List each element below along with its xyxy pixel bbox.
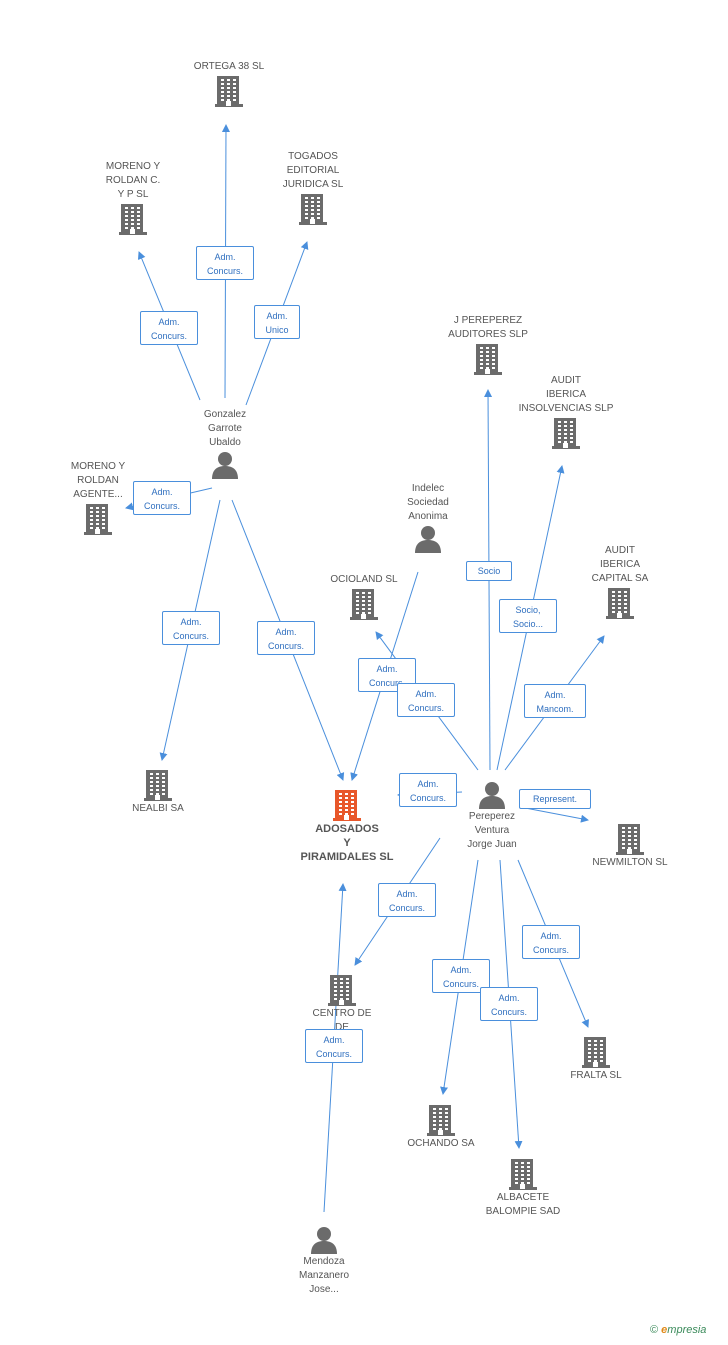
building-icon <box>606 588 634 619</box>
node-label: FRALTA SL <box>570 1070 622 1081</box>
node-indelec[interactable]: Indelec Sociedad Anonima <box>383 482 473 554</box>
building-icon <box>299 194 327 225</box>
node-label: OCHANDO SA <box>407 1138 475 1149</box>
relation-label[interactable]: Adm. Concurs. <box>378 883 436 917</box>
node-ochando[interactable]: OCHANDO SA <box>396 1103 486 1151</box>
relation-label[interactable]: Adm. Concurs. <box>397 683 455 717</box>
relation-label[interactable]: Adm. Concurs. <box>399 773 457 807</box>
relation-label[interactable]: Adm. Unico <box>254 305 300 339</box>
node-nealbi[interactable]: NEALBI SA <box>113 768 203 816</box>
relation-label[interactable]: Adm. Mancom. <box>524 684 586 718</box>
node-moreno-y[interactable]: MORENO Y ROLDAN C. Y P SL <box>88 160 178 236</box>
relation-label[interactable]: Adm. Concurs. <box>305 1029 363 1063</box>
building-icon <box>328 975 356 1006</box>
building-icon <box>552 418 580 449</box>
node-label: ADOSADOS Y PIRAMIDALES SL <box>300 823 394 863</box>
node-newmilton[interactable]: NEWMILTON SL <box>580 822 680 870</box>
relation-label[interactable]: Adm. Concurs. <box>522 925 580 959</box>
node-adosados[interactable]: ADOSADOS Y PIRAMIDALES SL <box>287 788 407 864</box>
node-label: ORTEGA 38 SL <box>193 61 265 72</box>
building-icon <box>474 344 502 375</box>
node-ortega[interactable]: ORTEGA 38 SL <box>174 60 284 108</box>
person-icon <box>415 526 441 553</box>
building-icon <box>350 589 378 620</box>
building-icon <box>144 770 172 801</box>
copyright-symbol: © <box>650 1324 659 1336</box>
relation-label[interactable]: Adm. Concurs. <box>257 621 315 655</box>
node-audit-cap[interactable]: AUDIT IBERICA CAPITAL SA <box>575 544 665 620</box>
node-label: TOGADOS EDITORIAL JURIDICA SL <box>282 151 344 190</box>
node-label: OCIOLAND SL <box>330 574 398 585</box>
node-label: Indelec Sociedad Anonima <box>407 483 449 522</box>
building-icon <box>119 204 147 235</box>
empresia-logo[interactable]: empresia <box>661 1324 707 1336</box>
building-icon <box>84 504 112 535</box>
relation-label[interactable]: Adm. Concurs. <box>162 611 220 645</box>
node-label: AUDIT IBERICA CAPITAL SA <box>591 545 649 584</box>
node-label: Pereperez Ventura Jorge Juan <box>467 811 517 850</box>
node-fralta[interactable]: FRALTA SL <box>551 1035 641 1083</box>
building-icon <box>427 1105 455 1136</box>
node-label: NEALBI SA <box>132 803 184 814</box>
node-audit-ins[interactable]: AUDIT IBERICA INSOLVENCIAS SLP <box>506 374 626 450</box>
node-label: NEWMILTON SL <box>592 857 668 868</box>
person-icon <box>212 452 238 479</box>
relation-label[interactable]: Adm. Concurs. <box>140 311 198 345</box>
footer-credit: © empresia <box>650 1324 706 1336</box>
node-jpereperez[interactable]: J PEREPEREZ AUDITORES SLP <box>433 314 543 376</box>
building-icon <box>509 1159 537 1190</box>
node-ocioland[interactable]: OCIOLAND SL <box>319 573 409 621</box>
node-moreno-agente[interactable]: MORENO Y ROLDAN AGENTE... <box>53 460 143 536</box>
relation-label[interactable]: Represent. <box>519 789 591 809</box>
building-icon <box>215 76 243 107</box>
node-mendoza[interactable]: Mendoza Manzanero Jose... <box>279 1225 369 1297</box>
node-label: AUDIT IBERICA INSOLVENCIAS SLP <box>518 375 614 414</box>
person-icon <box>311 1227 337 1254</box>
node-gonzalez[interactable]: Gonzalez Garrote Ubaldo <box>180 408 270 480</box>
building-icon <box>582 1037 610 1068</box>
building-icon <box>616 824 644 855</box>
relation-label[interactable]: Adm. Concurs. <box>480 987 538 1021</box>
node-albacete[interactable]: ALBACETE BALOMPIE SAD <box>473 1157 573 1219</box>
node-label: MORENO Y ROLDAN AGENTE... <box>70 461 126 500</box>
node-togados[interactable]: TOGADOS EDITORIAL JURIDICA SL <box>268 150 358 226</box>
node-label: ALBACETE BALOMPIE SAD <box>485 1192 561 1217</box>
relation-label[interactable]: Socio, Socio... <box>499 599 557 633</box>
node-label: J PEREPEREZ AUDITORES SLP <box>448 315 528 340</box>
node-label: MORENO Y ROLDAN C. Y P SL <box>105 161 161 200</box>
person-icon <box>479 782 505 809</box>
node-label: Mendoza Manzanero Jose... <box>298 1256 350 1295</box>
node-centro[interactable]: CENTRO DE DE M... S... <box>292 973 392 1049</box>
relation-label[interactable]: Adm. Concurs. <box>133 481 191 515</box>
building-icon <box>333 790 361 821</box>
relation-label[interactable]: Adm. Concurs. <box>196 246 254 280</box>
edge-line <box>519 806 589 823</box>
node-pereperez[interactable]: Pereperez Ventura Jorge Juan <box>447 780 537 852</box>
node-label: Gonzalez Garrote Ubaldo <box>203 409 247 448</box>
relation-label[interactable]: Socio <box>466 561 512 581</box>
